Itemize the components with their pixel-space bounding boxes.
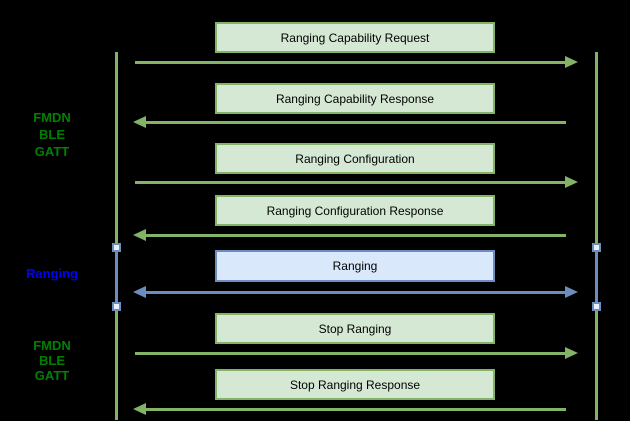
side-label-ranging: Ranging <box>0 265 104 282</box>
arrow-stop-ranging-response <box>146 407 566 411</box>
side-label-line: BLE <box>39 353 65 368</box>
arrow-ranging-configuration-response <box>146 233 566 237</box>
arrow-ranging-bidirectional <box>146 290 565 294</box>
side-label-line: FMDN <box>33 338 71 353</box>
segment-endpoint-marker <box>112 243 121 252</box>
side-label-line: BLE <box>39 127 65 142</box>
side-label-line: GATT <box>34 144 70 159</box>
arrow-ranging-capability-response <box>146 120 566 124</box>
side-label-line: Ranging <box>26 266 78 281</box>
responder-lifeline <box>595 52 598 420</box>
message-box-ranging-capability-response: Ranging Capability Response <box>215 83 495 114</box>
message-box-stop-ranging-response: Stop Ranging Response <box>215 369 495 400</box>
ranging-activation-segment-left <box>115 247 118 307</box>
side-label-fmdn-ble-gatt-bottom: FMDN BLE GATT <box>0 338 104 383</box>
segment-endpoint-marker <box>592 302 601 311</box>
arrow-ranging-configuration <box>135 180 565 184</box>
side-label-fmdn-ble-gatt-top: FMDN BLE GATT <box>0 109 104 160</box>
segment-endpoint-marker <box>592 243 601 252</box>
ranging-activation-segment-right <box>595 247 598 307</box>
segment-endpoint-marker <box>112 302 121 311</box>
message-box-ranging-configuration: Ranging Configuration <box>215 143 495 174</box>
side-label-line: GATT <box>34 368 70 383</box>
message-box-ranging-configuration-response: Ranging Configuration Response <box>215 195 495 226</box>
message-box-stop-ranging: Stop Ranging <box>215 313 495 344</box>
arrow-stop-ranging <box>135 351 565 355</box>
side-label-line: FMDN <box>33 110 71 125</box>
arrow-ranging-capability-request <box>135 60 565 64</box>
message-box-ranging-capability-request: Ranging Capability Request <box>215 22 495 53</box>
message-box-ranging: Ranging <box>215 250 495 282</box>
initiator-lifeline <box>115 52 118 420</box>
